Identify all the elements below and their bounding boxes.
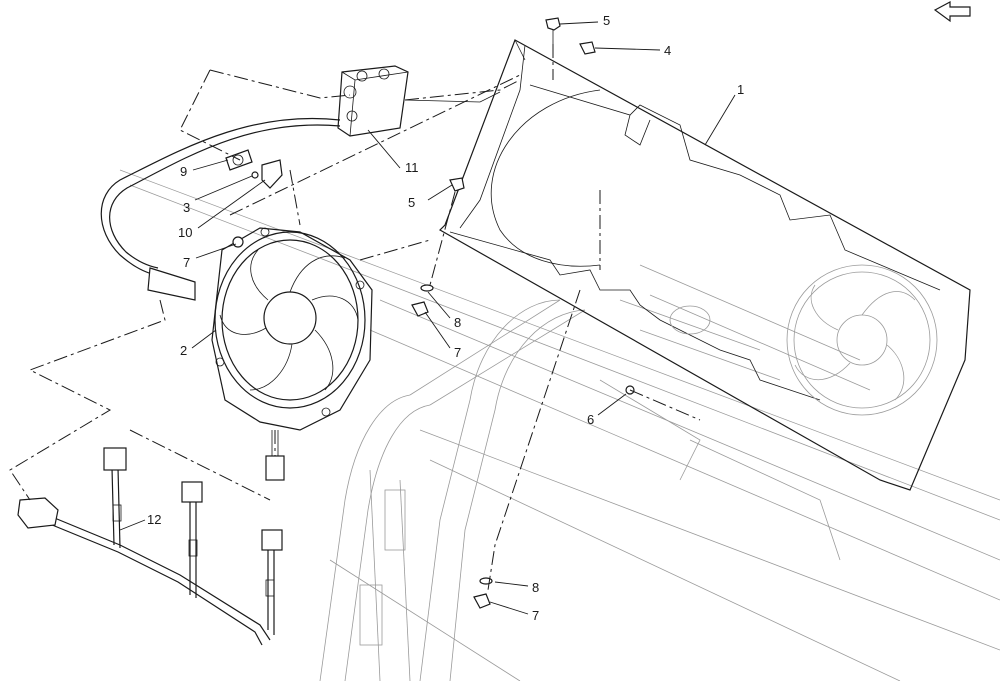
callout-12: 12 bbox=[147, 512, 161, 527]
callout-7-bottom: 7 bbox=[532, 608, 539, 623]
direction-arrow-icon bbox=[933, 1, 971, 23]
callout-4: 4 bbox=[664, 43, 671, 58]
callout-7-fan: 7 bbox=[183, 255, 190, 270]
callout-8-bottom: 8 bbox=[532, 580, 539, 595]
callout-3: 3 bbox=[183, 200, 190, 215]
callout-leaders bbox=[119, 21, 736, 615]
fan-shroud-panel bbox=[439, 39, 971, 491]
fan-connector bbox=[265, 430, 285, 481]
thermostat-switch-block bbox=[337, 65, 501, 137]
callout-10: 10 bbox=[178, 225, 192, 240]
assembly-phantom-lines bbox=[9, 44, 701, 591]
callout-7-middle: 7 bbox=[454, 345, 461, 360]
wire-harness bbox=[17, 447, 283, 646]
callout-5-middle: 5 bbox=[408, 195, 415, 210]
callout-8-middle: 8 bbox=[454, 315, 461, 330]
callout-5-top: 5 bbox=[603, 13, 610, 28]
vehicle-frame-ghost bbox=[119, 169, 1000, 681]
callout-9: 9 bbox=[180, 164, 187, 179]
hardware-parts bbox=[232, 17, 635, 609]
callout-1: 1 bbox=[737, 82, 744, 97]
callout-11: 11 bbox=[405, 160, 419, 175]
callout-6: 6 bbox=[587, 412, 594, 427]
radiator-fan bbox=[211, 227, 373, 431]
callout-2: 2 bbox=[180, 343, 187, 358]
sensor-cable bbox=[100, 117, 341, 301]
callout-labels: 1 2 3 4 5 5 6 7 7 7 8 8 9 10 11 12 bbox=[147, 13, 744, 623]
